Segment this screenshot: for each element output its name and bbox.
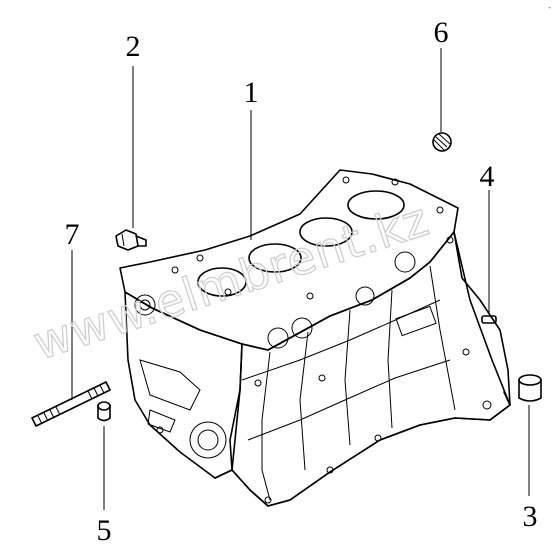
part-5-dowel: [97, 401, 111, 422]
part-3-sleeve: [518, 374, 542, 402]
callout-2: 2: [126, 30, 141, 63]
callout-6: 6: [434, 16, 449, 49]
callout-4: 4: [480, 160, 495, 193]
leader-lines: [71, 48, 530, 510]
part-2-plug: [115, 229, 147, 251]
callout-3: 3: [523, 500, 538, 533]
part-4-pin: [481, 315, 497, 324]
part-7-stud: [31, 381, 111, 427]
callout-7: 7: [65, 218, 80, 251]
cylinder-block: [119, 169, 511, 507]
watermark-text: www.elmbrent.kz: [27, 192, 436, 371]
corner-mark: -: [548, 3, 551, 13]
callout-5: 5: [97, 514, 112, 547]
callout-1: 1: [244, 76, 259, 109]
part-6-plug: [432, 132, 452, 152]
cylinder-bores: [197, 190, 405, 297]
